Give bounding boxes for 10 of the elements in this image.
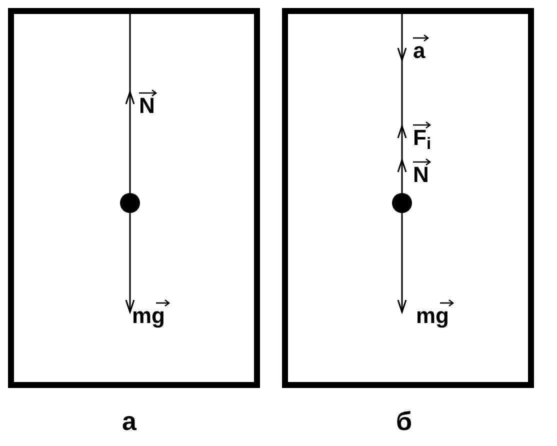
container-box (282, 8, 534, 388)
vector-label: N (413, 164, 429, 186)
vector-label: F$_{i}$ (413, 127, 432, 149)
panel-caption: а (122, 408, 136, 434)
vector-label: mg (416, 305, 449, 327)
container-box (8, 8, 260, 388)
panel-caption: б (396, 408, 412, 434)
vector-label: a (413, 40, 426, 62)
vector-label: N (139, 95, 155, 117)
vector-label: mg (132, 305, 165, 327)
